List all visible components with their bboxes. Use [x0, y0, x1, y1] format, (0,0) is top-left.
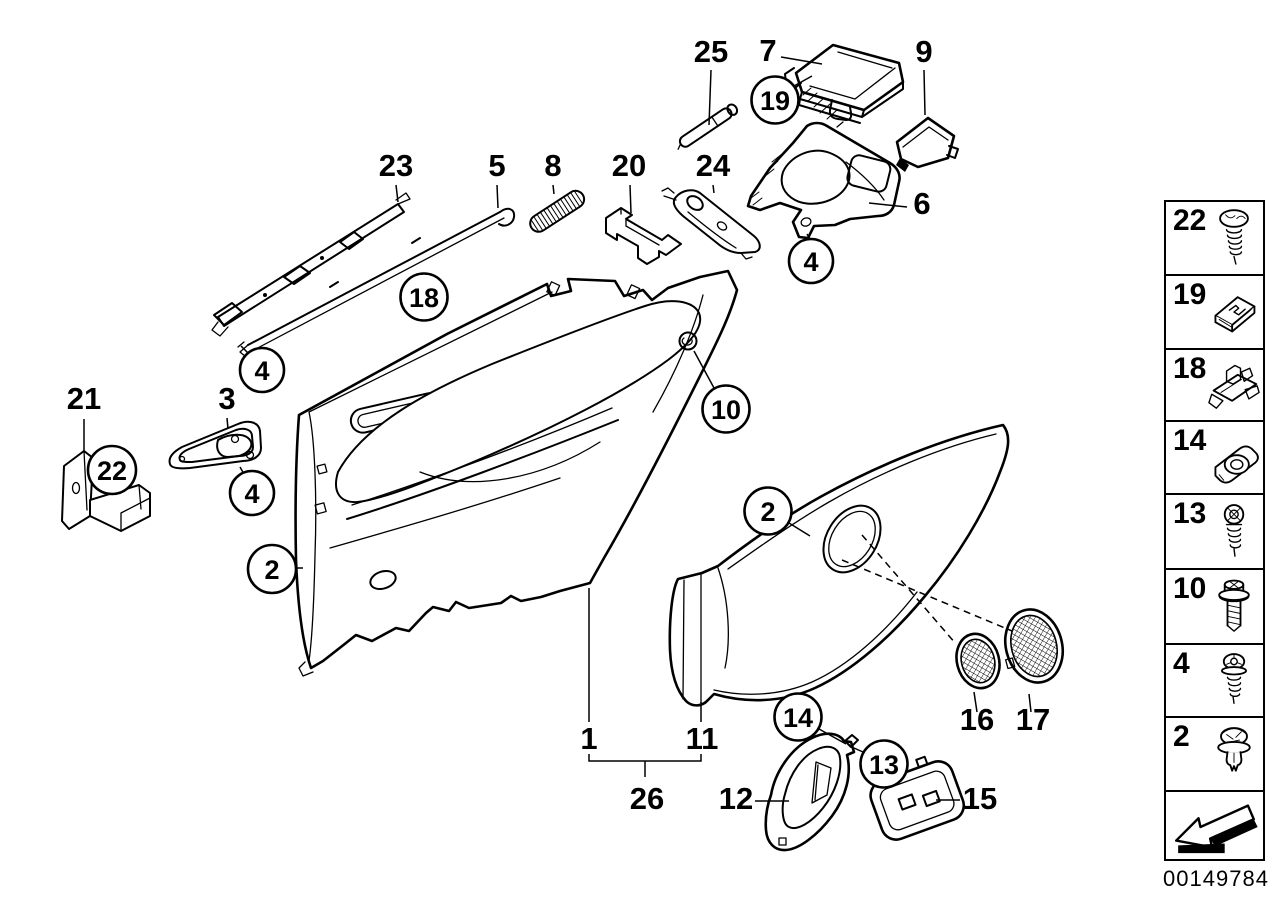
part-label-8[interactable]: 8: [544, 148, 561, 183]
part-label-1[interactable]: 1: [580, 721, 597, 756]
part-23-rail-drawing: [211, 192, 411, 337]
legend-number: 2: [1173, 720, 1190, 753]
svg-text:4: 4: [254, 356, 269, 386]
part-label-11[interactable]: 11: [686, 721, 719, 756]
image-code: 00149784: [1163, 866, 1269, 891]
callout-18[interactable]: 18: [399, 272, 449, 322]
part-label-7[interactable]: 7: [759, 33, 776, 68]
part-1-main-panel-drawing: [294, 269, 739, 677]
torx-screw-small-icon: [1221, 653, 1247, 704]
part-label-5[interactable]: 5: [488, 148, 505, 183]
sheet-metal-clip-icon: [1214, 296, 1256, 333]
part-6-cover-drawing: [746, 121, 901, 240]
svg-text:2: 2: [264, 555, 279, 585]
speaker-cutout-hole: [822, 504, 882, 574]
leader-lines: [83, 56, 1032, 802]
legend-arrow-box[interactable]: [1164, 790, 1265, 861]
part-25-rod-drawing: [677, 103, 739, 150]
part-5-rail-drawing: [237, 207, 516, 358]
legend-item-13[interactable]: 13: [1164, 493, 1265, 570]
legend-number: 4: [1173, 647, 1190, 680]
legend-item-22[interactable]: 22: [1164, 200, 1265, 276]
svg-text:22: 22: [97, 456, 127, 486]
part-11-side-panel-drawing: [668, 423, 1010, 707]
callout-4-rail[interactable]: 4: [238, 346, 286, 394]
part-20-bracket-drawing: [605, 207, 682, 265]
callout-2-right[interactable]: 2: [743, 486, 793, 536]
svg-text:2: 2: [760, 497, 775, 527]
svg-text:13: 13: [869, 750, 899, 780]
part-17-speaker-drawing: [1004, 608, 1064, 684]
callout-4-cover[interactable]: 4: [787, 237, 835, 285]
part-12-bezel-drawing: [764, 732, 859, 852]
part-16-speaker-drawing: [955, 632, 1001, 690]
part-number-labels: 25 7 9 23 5 8 20 24 6 21 3 1 11 26 12 15…: [67, 33, 1050, 816]
svg-text:4: 4: [803, 247, 818, 277]
part-label-9[interactable]: 9: [915, 34, 932, 69]
legend-item-10[interactable]: 10: [1164, 568, 1265, 645]
legend-number: 18: [1173, 352, 1207, 385]
phillips-screw-icon: [1223, 504, 1245, 557]
part-label-21[interactable]: 21: [67, 381, 101, 416]
svg-text:19: 19: [760, 86, 790, 116]
part-3-bracket-drawing: [168, 420, 262, 470]
part-21-bracket-drawing: [61, 450, 151, 532]
part-7-tray-drawing: [784, 43, 905, 128]
callout-10[interactable]: 10: [701, 384, 751, 434]
legend-number: 13: [1173, 497, 1207, 530]
expanding-rivet-icon: [1217, 727, 1251, 772]
svg-text:4: 4: [244, 479, 259, 509]
part-9-flap-drawing: [895, 116, 959, 172]
callout-4-bracket[interactable]: 4: [228, 469, 276, 517]
part-label-16[interactable]: 16: [960, 702, 994, 737]
callout-2-left[interactable]: 2: [246, 543, 298, 595]
svg-text:18: 18: [409, 283, 439, 313]
legend-number: 19: [1173, 278, 1207, 311]
legend-number: 14: [1173, 424, 1207, 457]
callout-19[interactable]: 19: [750, 75, 800, 125]
part-label-24[interactable]: 24: [696, 148, 731, 183]
torx-bolt-washer-icon: [1218, 579, 1250, 632]
part-label-3[interactable]: 3: [218, 381, 235, 416]
svg-text:10: 10: [711, 395, 741, 425]
legend-number: 22: [1173, 204, 1207, 237]
callout-22[interactable]: 22: [86, 444, 138, 496]
legend-item-4[interactable]: 4: [1164, 643, 1265, 718]
direction-arrow-icon: [1174, 804, 1258, 854]
callout-13[interactable]: 13: [859, 739, 909, 789]
cage-nut-icon: [1214, 445, 1259, 484]
trim-panel-clip-icon: [1208, 364, 1260, 409]
part-label-6[interactable]: 6: [913, 186, 930, 221]
part-label-26[interactable]: 26: [630, 781, 664, 816]
part-label-20[interactable]: 20: [612, 148, 646, 183]
pan-head-screw-icon: [1219, 209, 1249, 265]
part-label-12[interactable]: 12: [719, 781, 753, 816]
legend-item-2[interactable]: 2: [1164, 716, 1265, 792]
part-label-15[interactable]: 15: [963, 781, 997, 816]
part-24-bracket-drawing: [661, 187, 761, 260]
legend-item-19[interactable]: 19: [1164, 274, 1265, 350]
legend-item-18[interactable]: 18: [1164, 348, 1265, 422]
part-label-17[interactable]: 17: [1016, 702, 1050, 737]
legend-number: 10: [1173, 572, 1207, 605]
legend-item-14[interactable]: 14: [1164, 420, 1265, 495]
part-label-23[interactable]: 23: [379, 148, 413, 183]
part-8-spring-drawing: [529, 189, 586, 233]
grommet-hole: [678, 331, 698, 351]
circled-callouts: 19 4 18 4 22 4 2 10 2 14 13: [86, 75, 909, 789]
svg-text:14: 14: [783, 703, 813, 733]
part-label-25[interactable]: 25: [694, 34, 728, 69]
callout-14[interactable]: 14: [773, 692, 823, 742]
